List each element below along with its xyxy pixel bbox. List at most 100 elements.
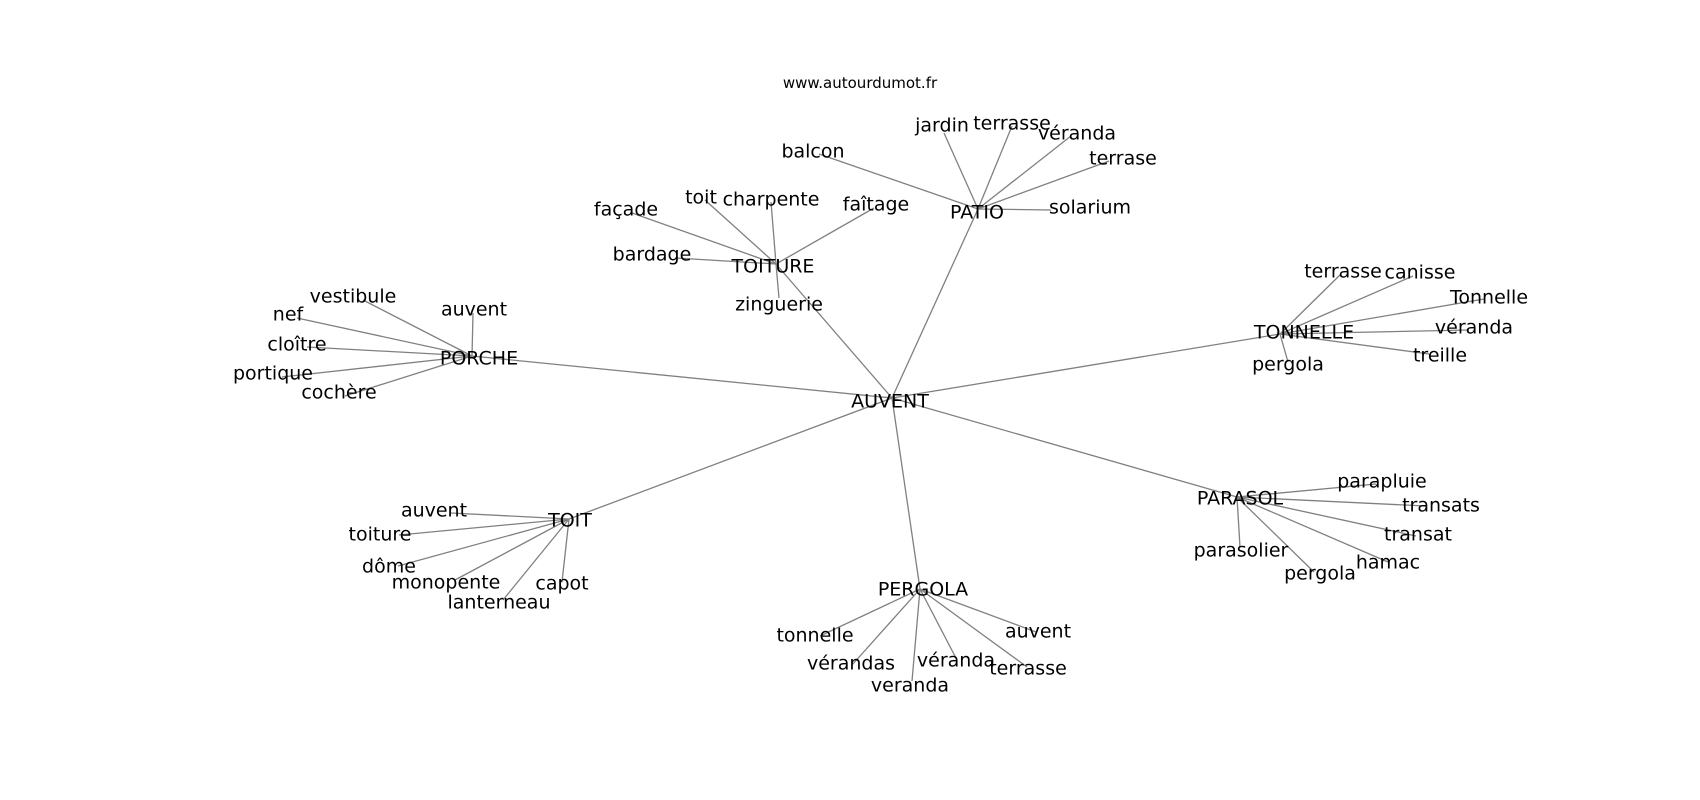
node-leaf-patio-terrasse: terrasse [973,113,1051,135]
edge-patio-veranda [977,135,1072,210]
node-leaf-toiture-charpente: charpente [723,189,820,211]
node-leaf-toiture-facade: façade [594,199,658,221]
node-leaf-tonnelle-terrasse: terrasse [1304,261,1382,283]
edge-porche-cochere [344,355,473,397]
node-cluster-toit: TOIT [547,510,592,532]
edge-parasol-parapluie [1236,483,1377,498]
node-leaf-parasol-hamac: hamac [1356,552,1420,574]
node-leaf-pergola-tonnelle: tonnelle [776,625,853,647]
edge-patio-jardin [943,132,979,210]
node-leaf-toiture-bardage: bardage [613,244,692,266]
node-leaf-patio-veranda: véranda [1038,123,1116,145]
node-leaf-toit-monopente: monopente [392,572,501,594]
node-leaf-parasol-parapluie: parapluie [1337,471,1427,493]
node-leaf-parasol-transat: transat [1384,524,1452,546]
node-leaf-tonnelle-treille: treille [1413,345,1467,367]
node-leaf-tonnelle-pergola: pergola [1252,354,1324,376]
node-center-auvent: AUVENT [851,391,929,413]
edge-toiture-facade [631,212,777,265]
edge-porche-nef [296,317,473,357]
node-leaf-toit-capot: capot [535,573,588,595]
edge-pergola-verandas [851,588,921,666]
node-leaf-porche-vestibule: vestibule [310,286,397,308]
edge-toiture-charpente [770,201,777,265]
node-cluster-porche: PORCHE [440,348,518,370]
node-leaf-pergola-auvent: auvent [1005,621,1071,643]
node-leaf-porche-cochere: cochère [301,382,376,404]
site-watermark: www.autourdumot.fr [783,74,938,92]
edge-auvent-patio [891,208,979,399]
node-leaf-parasol-transats: transats [1402,495,1480,517]
edge-porche-auvent [471,312,474,357]
node-leaf-parasol-pergola: pergola [1284,563,1356,585]
node-leaf-toiture-faitage: faîtage [843,194,909,216]
edge-toit-auvent [450,512,570,520]
edge-toit-monopente [454,518,570,581]
edge-pergola-tonnelle [819,588,921,637]
edge-pergola-terrasse [919,588,1028,668]
node-cluster-patio: PATIO [950,202,1004,224]
node-leaf-toit-toiture: toiture [349,524,412,546]
node-leaf-porche-nef: nef [273,304,305,326]
node-leaf-patio-jardin: jardin [914,115,969,137]
edge-parasol-hamac [1236,496,1389,563]
node-leaf-pergola-veranda: véranda [917,650,995,672]
node-cluster-pergola: PERGOLA [878,579,968,601]
edge-parasol-parasolier [1236,496,1241,548]
node-leaf-porche-cloitre: cloître [267,334,326,356]
node-leaf-tonnelle-canisse: canisse [1385,262,1456,284]
edge-tonnelle-pergola [1279,333,1289,363]
edge-tonnelle-veranda [1279,329,1470,335]
edges-layer [281,125,1485,682]
node-leaf-toit-dome: dôme [362,556,416,578]
edge-auvent-pergola [891,397,921,590]
node-leaf-pergola-terrasse: terrasse [989,658,1067,680]
edge-tonnelle-terrasse [1279,274,1341,335]
edge-toit-toiture [398,518,570,536]
node-leaf-tonnelle-tonnelle: Tonnelle [1449,287,1528,309]
edge-toiture-zinguerie [775,263,780,299]
node-leaf-toit-lanterneau: lanterneau [448,592,551,614]
edge-toit-dome [397,518,570,567]
edge-porche-portique [281,355,473,378]
edge-patio-terrase [977,160,1110,210]
edge-auvent-parasol [891,397,1238,498]
edge-parasol-transat [1236,496,1417,537]
edge-parasol-transats [1236,496,1427,507]
edge-toiture-toit [704,199,777,265]
node-leaf-toiture-zinguerie: zinguerie [735,294,823,316]
edge-pergola-auvent [919,588,1037,633]
node-cluster-toiture: TOITURE [731,256,815,278]
node-leaf-toit-auvent: auvent [401,500,467,522]
edge-parasol-pergola [1236,496,1315,573]
node-leaf-pergola-verandas: vérandas [807,653,895,675]
edge-porche-vestibule [362,299,473,357]
edge-toiture-bardage [675,257,777,265]
edge-tonnelle-canisse [1279,275,1414,335]
edge-patio-terrasse [977,125,1013,210]
node-leaf-patio-terrase: terrase [1089,148,1157,170]
edge-patio-solarium [977,208,1052,211]
edge-toit-capot [561,518,570,583]
edge-auvent-tonnelle [891,333,1281,399]
edge-tonnelle-tonnelle [1279,298,1485,335]
node-leaf-patio-solarium: solarium [1049,197,1131,219]
node-leaf-pergola-veranda: veranda [871,675,949,697]
node-leaf-tonnelle-veranda: véranda [1435,317,1513,339]
node-leaf-patio-balcon: balcon [781,141,844,163]
edge-porche-cloitre [306,346,473,357]
node-leaf-toiture-toit: toit [685,187,717,209]
edge-auvent-toiture [775,263,893,399]
node-leaf-porche-portique: portique [233,363,313,385]
edge-tonnelle-treille [1279,333,1430,355]
edge-pergola-veranda [919,588,958,661]
node-leaf-parasol-parasolier: parasolier [1194,540,1289,562]
node-leaf-porche-auvent: auvent [441,299,507,321]
edge-auvent-toit [568,397,893,520]
node-cluster-tonnelle: TONNELLE [1253,322,1354,344]
edge-patio-balcon [818,153,979,210]
node-cluster-parasol: PARASOL [1197,488,1284,510]
edge-auvent-porche [471,355,893,399]
